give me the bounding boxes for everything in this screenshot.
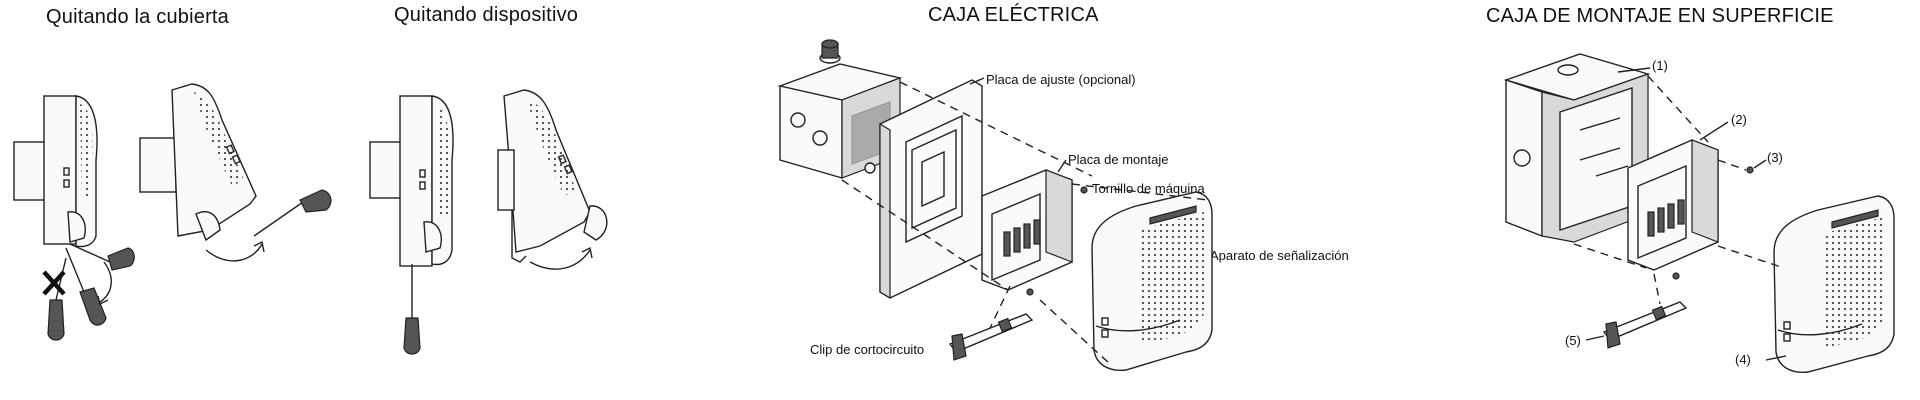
device-side-view-1 <box>13 95 98 248</box>
back-box <box>777 39 903 179</box>
screwdriver-angled <box>65 243 135 326</box>
trim-plate <box>879 79 983 300</box>
heading-removing-cover: Quitando la cubierta <box>46 6 230 28</box>
leader-4 <box>1765 355 1787 361</box>
surface-mounting-plate <box>1627 139 1719 271</box>
device-detached <box>497 89 608 270</box>
terminal-block <box>1003 219 1041 257</box>
callout-2: (2) <box>1731 112 1747 127</box>
machine-screws <box>1026 186 1088 296</box>
label-trim-plate: Placa de ajuste (opcional) <box>986 72 1136 87</box>
label-machine-screw: Tornillo de máquina <box>1092 181 1205 196</box>
signaling-device <box>1091 191 1213 371</box>
label-mounting-plate: Placa de montaje <box>1068 152 1169 167</box>
device-side-view-2 <box>369 95 454 355</box>
heading-surface-box: CAJA DE MONTAJE EN SUPERFICIE <box>1486 5 1834 27</box>
callout-1: (1) <box>1652 58 1668 73</box>
surface-box-guides <box>1573 75 1785 305</box>
removing-cover-illustration <box>13 83 332 341</box>
callout-3: (3) <box>1767 150 1783 165</box>
leader-5 <box>1585 335 1605 341</box>
leader-trim-plate <box>969 77 985 85</box>
surface-box-illustration <box>1503 53 1895 373</box>
callout-5: (5) <box>1565 333 1581 348</box>
removing-device-illustration <box>369 89 608 355</box>
leader-3 <box>1753 159 1767 169</box>
label-shorting-clip: Clip de cortocircuito <box>810 342 925 357</box>
mounting-plate <box>981 169 1073 291</box>
screwdriver-crossed <box>42 257 67 341</box>
surface-box <box>1503 53 1651 243</box>
surface-shorting-clip <box>1602 301 1688 349</box>
label-signaling-device: Aparato de señalización <box>1210 248 1349 263</box>
device-cover-tilted <box>139 83 332 262</box>
heading-electrical-box: CAJA ELÉCTRICA <box>928 4 1099 26</box>
heading-removing-device: Quitando dispositivo <box>394 4 579 26</box>
callout-4: (4) <box>1735 352 1751 367</box>
surface-screw-lower <box>1672 272 1680 280</box>
leader-mounting-plate <box>1057 159 1067 173</box>
electrical-box-guides <box>841 81 1209 365</box>
shorting-clip <box>948 313 1034 361</box>
surface-screw <box>1746 166 1754 174</box>
surface-signaling-device <box>1773 195 1895 373</box>
electrical-box-illustration <box>777 39 1213 371</box>
leader-2 <box>1699 121 1729 141</box>
leader-1 <box>1617 67 1651 73</box>
